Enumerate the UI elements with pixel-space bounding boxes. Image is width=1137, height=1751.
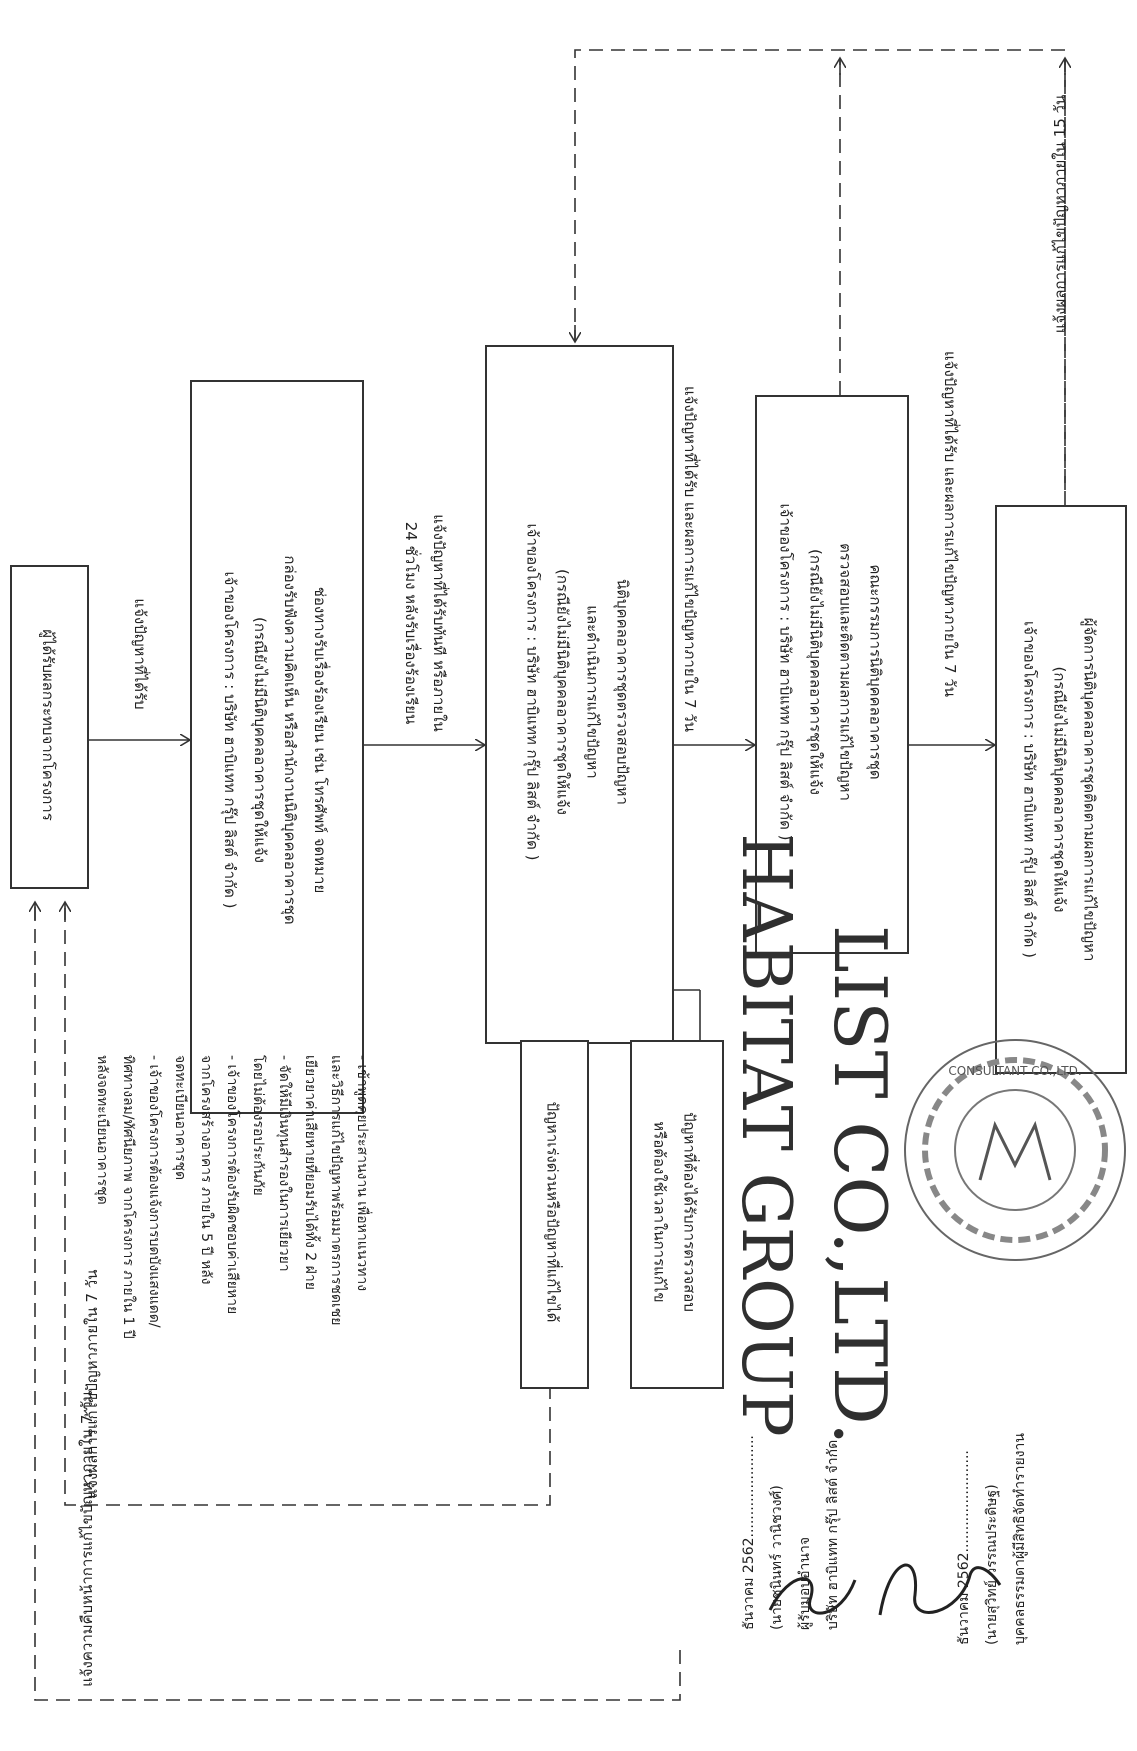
- company-stamp: CONSULTANT CO.,LTD.: [904, 1039, 1126, 1261]
- note-line: - เจ้าของโครงการต้องรับผิดชอบค่าเสียหาย: [224, 1055, 240, 1315]
- a2-line-1: แจ้งปัญหาที่ได้รับทันที หรือภายใน: [430, 514, 448, 732]
- b2-line-3: (กรณียังไม่มีนิติบุคคลอาคารชุดให้แจ้ง: [251, 617, 269, 863]
- note-line: และวิธีการแก้ไขปัญหาพร้อมมาตรการชดเชย: [328, 1055, 344, 1326]
- note-line: หลังจดทะเบียนอาคารชุด: [94, 1055, 110, 1205]
- notes-block: - เข้าพูดคุยประสานงาน เพื่อหาแนวทาง และว…: [65, 1055, 375, 1515]
- b3-line-4: เจ้าของโครงการ : บริษัท ฮาบิแทท กรุ๊ป ลิ…: [523, 523, 542, 861]
- b3-line-1: นิติบุคคลอาคารชุดตรวจสอบปัญหา: [613, 579, 632, 805]
- inspection-problem-box: [630, 1040, 724, 1389]
- note-line: ทิศทางลม/ทัศนียภาพ จากโครงการ ภายใน 1 ปี: [120, 1055, 136, 1339]
- note-line: โดยไม่ต้องรอประกันภัย: [250, 1055, 266, 1196]
- b1-text: ผู้ได้รับผลกระทบจากโครงการ: [39, 629, 57, 821]
- signature-scribble-2: [878, 1563, 1002, 1616]
- note-line: - เจ้าของโครงการต้องแจ้งการบดบังแสงแดด/: [146, 1055, 162, 1328]
- b2-line-4: เจ้าของโครงการ : บริษัท ฮาบิแทท กรุ๊ป ลิ…: [221, 571, 239, 909]
- a2-line-2: 24 ชั่วโมง หลังรับเรื่องร้องเรียน: [402, 521, 420, 725]
- complaint-channel-text: ช่องทางรับเรื่องร้องเรียน เช่น โทรศัพท์ …: [215, 383, 335, 1097]
- stamp-text: CONSULTANT CO.,LTD.: [948, 1064, 1081, 1078]
- b2-line-2: กล่องรับฟังความคิดเห็น หรือสำนักงานนิติบ…: [281, 555, 299, 925]
- affected-party-box: [10, 565, 89, 889]
- note-line: เยียวยาค่าเสียหายที่ยอมรับได้ทั้ง 2 ฝ่าย: [302, 1055, 318, 1290]
- note-line: จากโครงสร้างอาคาร ภายใน 5 ปี หลัง: [198, 1055, 214, 1285]
- s2-role: บุคคลธรรมดาผู้มีสิทธิจัดทำรายงาน: [1012, 1433, 1028, 1645]
- note-line: - จัดให้มีเงินทุนสำรองในการเยียวยา: [276, 1055, 292, 1272]
- a1-text: แจ้งปัญหาที่ได้รับ: [131, 598, 149, 710]
- inspect-line-2: หรือต้องใช้เวลาในการแก้ไข: [650, 1121, 669, 1303]
- arrow-label-3: แจ้งปัญหาที่ได้รับ และผลการแก้ไขปัญหาภาย…: [676, 349, 704, 769]
- b5-line-2: (กรณียังไม่มีนิติบุคคลอาคารชุดให้แจ้ง: [1050, 666, 1069, 913]
- arrow-label-2: แจ้งปัญหาที่ได้รับทันที หรือภายใน 24 ชั่…: [397, 473, 453, 773]
- urgent-text: ปัญหาเร่งด่วนหรือปัญหาที่แก้ไขได้: [543, 1101, 562, 1323]
- b2-line-1: ช่องทางรับเรื่องร้องเรียน เช่น โทรศัพท์ …: [311, 586, 329, 894]
- arrow-label-1: แจ้งปัญหาที่ได้รับ: [126, 554, 154, 754]
- complaint-channel-box: [190, 380, 364, 1114]
- note-line: จดทะเบียนอาคารชุด: [172, 1055, 188, 1181]
- juristic-person-text: นิติบุคคลอาคารชุดตรวจสอบปัญหา และดำเนินก…: [518, 355, 638, 1030]
- a4-text: แจ้งปัญหาที่ได้รับ และผลการแก้ไขปัญหาภาย…: [941, 351, 959, 697]
- dashed-top-15: [574, 49, 1066, 490]
- label-top-15: แจ้งผลการแก้ไขปัญหาภายใน 15 วัน: [1046, 24, 1074, 404]
- affected-party-label: ผู้ได้รับผลกระทบจากโครงการ: [33, 565, 63, 885]
- note-line: - เข้าพูดคุยประสานงาน เพื่อหาแนวทาง: [354, 1055, 370, 1292]
- b3-line-2: และดำเนินการแก้ไขปัญหา: [583, 605, 602, 779]
- manager-text: ผู้จัดการนิติบุคคลอาคารชุดติดตามผลการแก้…: [1010, 510, 1105, 1070]
- juristic-person-box: [485, 345, 674, 1044]
- inspect-line-1: ปัญหาที่ต้องได้รับการตรวจสอบ: [680, 1112, 699, 1312]
- dashed-bottom-7b: [34, 900, 681, 1701]
- b3-line-3: (กรณียังไม่มีนิติบุคคลอาคารชุดให้แจ้ง: [553, 569, 572, 815]
- top15-text: แจ้งผลการแก้ไขปัญหาภายใน 15 วัน: [1051, 94, 1069, 334]
- signature-scribble-1: [768, 1577, 857, 1615]
- dashed-bottom-7a: [64, 900, 551, 1506]
- s1-date: ธันวาคม 2562.......................: [741, 1435, 757, 1630]
- arrow-label-4: แจ้งปัญหาที่ได้รับ และผลการแก้ไขปัญหาภาย…: [936, 314, 964, 734]
- a3-text: แจ้งปัญหาที่ได้รับ และผลการแก้ไขปัญหาภาย…: [681, 386, 699, 732]
- urgent-problem-text: ปัญหาเร่งด่วนหรือปัญหาที่แก้ไขได้: [538, 1040, 568, 1385]
- committee-box: [755, 395, 909, 954]
- manager-box: [995, 505, 1127, 1074]
- urgent-problem-box: [520, 1040, 589, 1389]
- b5-line-1: ผู้จัดการนิติบุคคลอาคารชุดติดตามผลการแก้…: [1080, 617, 1099, 962]
- b5-line-3: เจ้าของโครงการ : บริษัท ฮาบิแทท กรุ๊ป ลิ…: [1020, 621, 1039, 958]
- inspection-problem-text: ปัญหาที่ต้องได้รับการตรวจสอบ หรือต้องใช้…: [645, 1040, 705, 1385]
